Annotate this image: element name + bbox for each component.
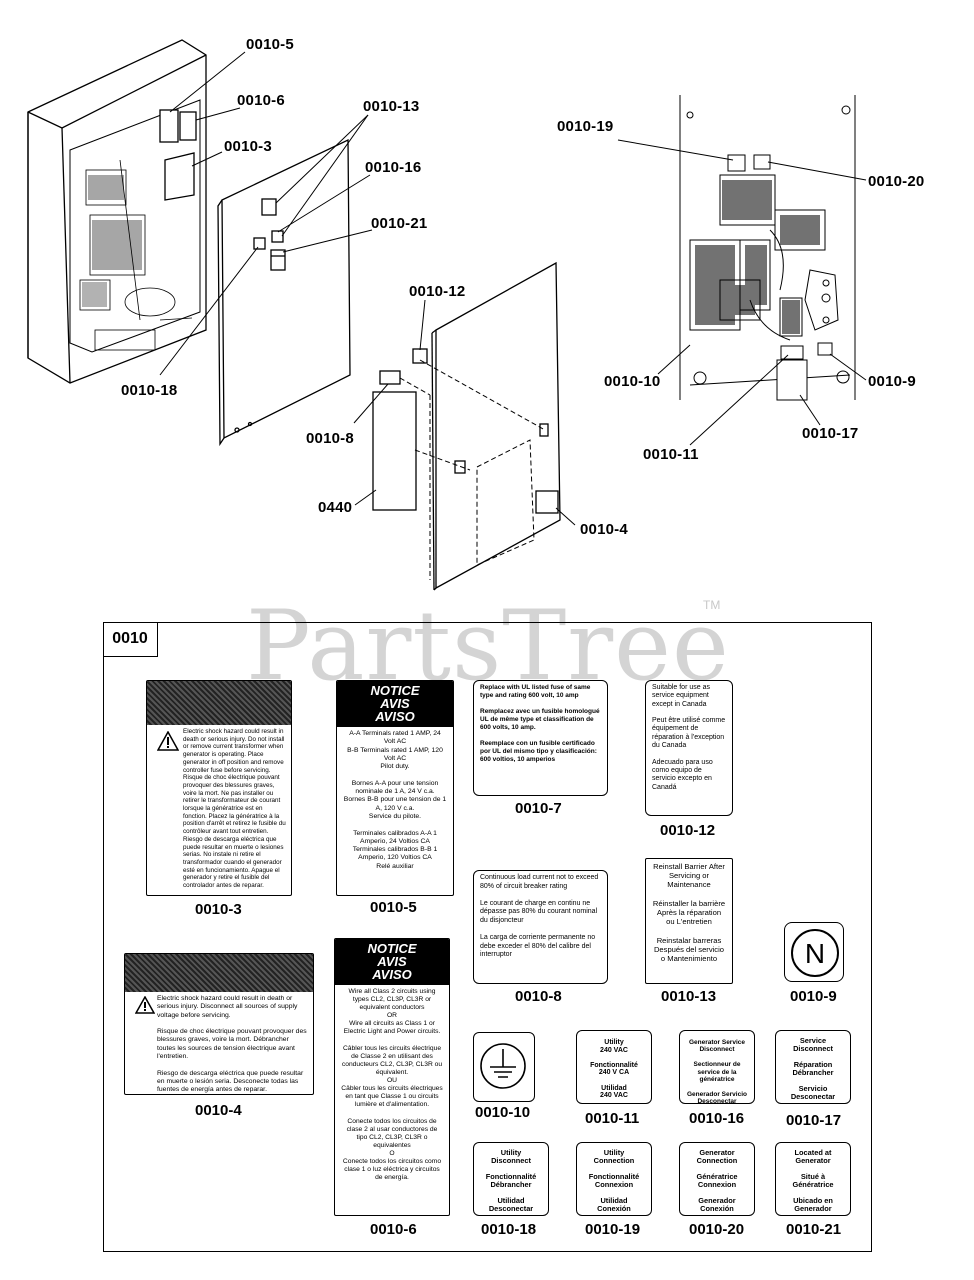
label-0010-21-caption: 0010-21 [786, 1221, 842, 1238]
barrier-plate-drawing [372, 261, 561, 591]
label-0010-16-text: Generator Service Disconnect Sectionneur… [687, 1039, 747, 1104]
label-0010-20-text: Generator Connection Génératrice Connexi… [696, 1148, 738, 1213]
warning-triangle-icon [135, 996, 155, 1014]
label-0010-10 [473, 1032, 535, 1102]
label-0010-6: NOTICE AVIS AVISO Wire all Class 2 circu… [334, 938, 450, 1216]
label-0010-12-text: Suitable for use as service equipment ex… [652, 684, 726, 791]
label-0010-11-caption: 0010-11 [585, 1110, 640, 1127]
label-0010-12: Suitable for use as service equipment ex… [645, 680, 733, 816]
warning-triangle-icon [157, 731, 179, 751]
label-0010-21-text: Located at Generator Situé à Génératrice… [792, 1148, 834, 1213]
label-0010-18-caption: 0010-18 [481, 1221, 537, 1238]
callout-0010-20: 0010-20 [868, 173, 925, 190]
label-0010-19: Utility Connection Fonctionnalité Connex… [576, 1142, 652, 1216]
label-0010-5-caption: 0010-5 [370, 899, 417, 916]
label-0010-4-caption: 0010-4 [195, 1102, 242, 1119]
label-0010-7-text: Replace with UL listed fuse of same type… [480, 684, 600, 763]
callout-0010-11: 0010-11 [643, 446, 699, 463]
label-0010-19-text: Utility Connection Fonctionnalité Connex… [588, 1148, 640, 1213]
callout-0440: 0440 [318, 499, 353, 516]
label-0010-7-caption: 0010-7 [515, 800, 562, 817]
callout-0010-18: 0010-18 [121, 382, 178, 399]
callout-0010-21: 0010-21 [371, 215, 428, 232]
label-0010-8-caption: 0010-8 [515, 988, 562, 1005]
label-0010-16: Generator Service Disconnect Sectionneur… [679, 1030, 755, 1104]
label-0010-4-text: Electric shock hazard could result in de… [157, 995, 307, 1094]
label-0010-13-text: Reinstall Barrier After Servicing or Mai… [652, 862, 726, 964]
label-0010-3-caption: 0010-3 [195, 901, 242, 918]
label-0010-6-caption: 0010-6 [370, 1221, 417, 1238]
label-0010-4: Electric shock hazard could result in de… [124, 953, 314, 1095]
callout-0010-5: 0010-5 [246, 36, 294, 53]
label-0010-7: Replace with UL listed fuse of same type… [473, 680, 608, 796]
label-0010-13: Reinstall Barrier After Servicing or Mai… [645, 858, 733, 984]
decal-kit-title: 0010 [103, 622, 158, 657]
callout-0010-3: 0010-3 [224, 138, 272, 155]
callout-0010-13: 0010-13 [363, 98, 420, 115]
exploded-diagram [27, 39, 867, 591]
label-0010-12-caption: 0010-12 [660, 822, 716, 839]
label-0010-11-text: Utility 240 VAC Fonctionnalité 240 V CA … [590, 1039, 638, 1100]
label-0010-3: Electric shock hazard could result in de… [146, 680, 292, 896]
callout-0010-9: 0010-9 [868, 373, 916, 390]
neutral-symbol-icon: N [791, 929, 839, 977]
callout-0010-12: 0010-12 [409, 283, 466, 300]
warning-header [125, 954, 313, 992]
label-0010-20: Generator Connection Génératrice Connexi… [679, 1142, 755, 1216]
callout-0010-4: 0010-4 [580, 521, 628, 538]
ground-symbol-icon [480, 1043, 526, 1089]
enclosure-drawing [27, 39, 207, 384]
label-0010-8-text: Continuous load current not to exceed 80… [480, 874, 599, 959]
callout-0010-6: 0010-6 [237, 92, 285, 109]
label-0010-5: NOTICE AVIS AVISO A-A Terminals rated 1 … [336, 680, 454, 896]
notice-header: NOTICE AVIS AVISO [337, 681, 453, 727]
decal-kit-frame [103, 622, 872, 1252]
label-0010-11: Utility 240 VAC Fonctionnalité 240 V CA … [576, 1030, 652, 1104]
leader-lines [159, 51, 867, 526]
label-0010-20-caption: 0010-20 [689, 1221, 745, 1238]
label-0010-9: N [784, 922, 844, 982]
callout-0010-16: 0010-16 [365, 159, 422, 176]
label-0010-13-caption: 0010-13 [661, 988, 717, 1005]
label-0010-8: Continuous load current not to exceed 80… [473, 870, 608, 984]
label-0010-21: Located at Generator Situé à Génératrice… [775, 1142, 851, 1216]
callout-0010-8: 0010-8 [306, 430, 354, 447]
label-0010-17-caption: 0010-17 [786, 1112, 842, 1129]
callout-0010-10: 0010-10 [604, 373, 661, 390]
trademark-mark: TM [703, 598, 721, 612]
deadfront-panel-drawing [217, 138, 351, 447]
label-0010-16-caption: 0010-16 [689, 1110, 745, 1127]
label-0010-18: Utility Disconnect Fonctionnalité Débran… [473, 1142, 549, 1216]
label-0010-10-caption: 0010-10 [475, 1104, 531, 1121]
warning-header [147, 681, 291, 725]
notice-header: NOTICE AVIS AVISO [335, 939, 449, 985]
label-0010-17: Service Disconnect Réparation Débrancher… [775, 1030, 851, 1104]
callout-0010-19: 0010-19 [557, 118, 614, 135]
label-0010-6-text: Wire all Class 2 circuits using types CL… [341, 988, 443, 1182]
label-0010-19-caption: 0010-19 [585, 1221, 641, 1238]
callout-0010-17: 0010-17 [802, 425, 859, 442]
label-0010-18-text: Utility Disconnect Fonctionnalité Débran… [485, 1148, 537, 1213]
label-0010-9-caption: 0010-9 [790, 988, 837, 1005]
label-0010-3-text: Electric shock hazard could result in de… [183, 728, 286, 890]
label-0010-17-text: Service Disconnect Réparation Débrancher… [790, 1036, 836, 1101]
label-0010-5-text: A-A Terminals rated 1 AMP, 24 Volt AC B-… [343, 730, 447, 870]
